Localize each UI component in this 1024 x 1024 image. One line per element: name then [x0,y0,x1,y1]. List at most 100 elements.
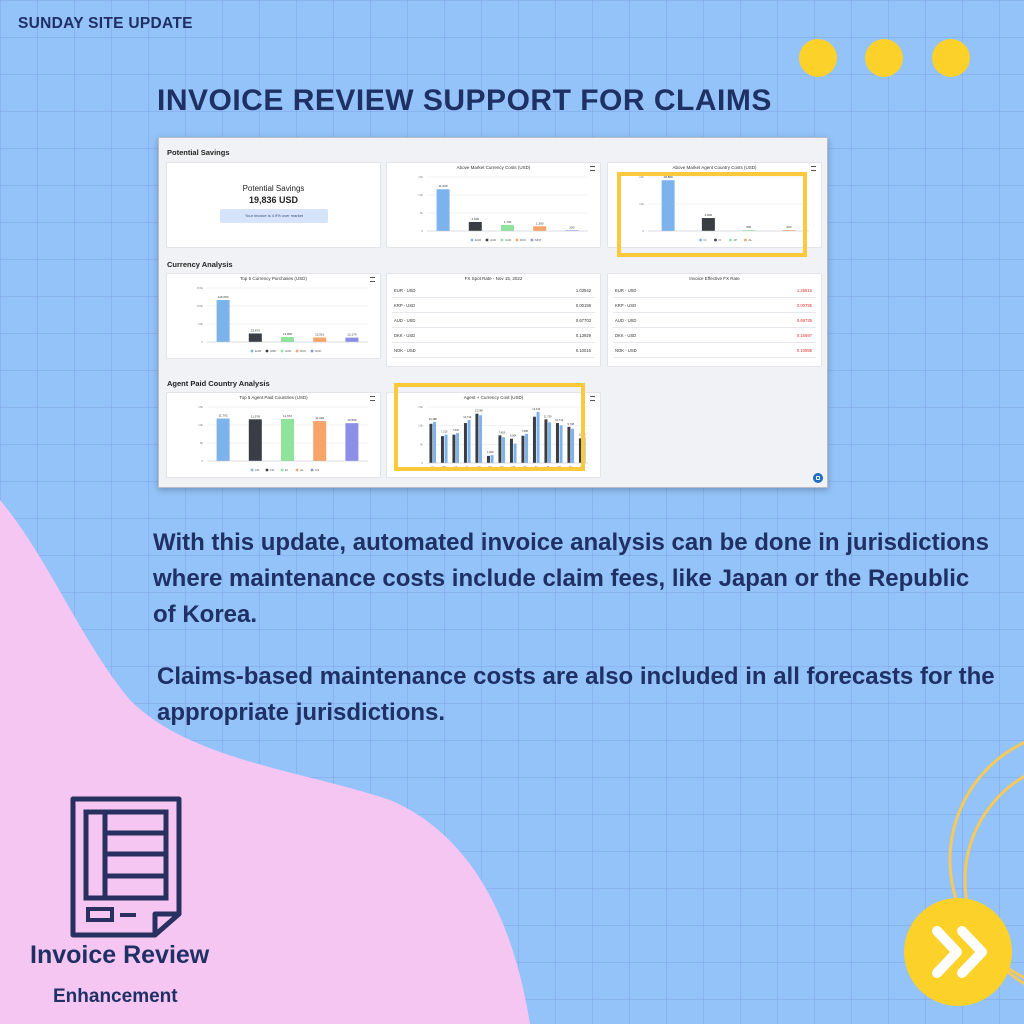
fx-rate: 0.67703 [575,318,591,323]
bar [701,218,715,231]
legend-entry: KI [719,238,722,242]
bar [436,189,450,231]
legend-swatch [295,468,299,472]
data-label: 7,632 [453,428,460,432]
fx-pair: EUR - USD [394,288,416,293]
legend-swatch [280,468,284,472]
legend-swatch [699,238,702,242]
fx-rate: 0.00795 [796,303,812,308]
highlight-box [617,172,807,257]
data-label: 11,600 [439,184,448,188]
next-button[interactable] [904,898,1012,1006]
body-paragraph-2: Claims-based maintenance costs are also … [157,663,995,726]
bar [742,230,756,231]
legend-entry: EI [285,468,288,472]
fx-pair: DKK - USD [394,333,416,338]
bar [521,435,525,463]
bar [281,418,294,461]
legend-swatch [530,238,534,242]
potential-savings-value: 19,836 USD [248,195,299,205]
legend-entry: MNT [535,238,542,242]
bar [444,434,448,463]
legend-swatch [265,468,269,472]
bar [440,436,444,463]
fx-pair: EUR - USD [615,288,637,293]
data-label: 2,500 [472,217,480,221]
body-paragraph-1: With this update, automated invoice anal… [153,529,989,628]
bar [313,337,327,342]
data-label: 11,792 [219,414,228,418]
legend-swatch [295,349,299,353]
legend-swatch [500,238,504,242]
data-label: 10,719 [463,415,471,419]
dashboard-screenshot: Potential Savings Potential Savings 19,8… [158,137,828,488]
decorative-dot [932,39,970,77]
bar [456,433,460,463]
data-label: 13,800 [283,332,293,336]
potential-savings-label: Potential Savings [242,184,305,193]
data-label: 1,700 [504,220,512,224]
double-chevron-right-icon [932,926,987,978]
table-row: NOK - USD 0.10015 [392,343,595,358]
data-label: 1,300 [536,221,544,225]
y-tick-label: 15k [198,405,203,409]
invoice-fx-title: Invoice Effective FX Rate [689,276,740,281]
data-label: 9,738 [568,422,575,426]
bar [281,337,294,342]
fx-rate: 0.69735 [796,318,812,323]
chat-bubble-icon[interactable] [813,473,823,483]
bar [313,421,327,461]
hamburger-menu-icon[interactable] [590,166,595,171]
bar [536,411,540,463]
hamburger-menu-icon[interactable] [811,166,816,171]
fx-pair: KRP - USD [615,303,637,308]
y-tick-label: 150k [196,286,203,290]
fx-rate: 0.00159 [575,303,591,308]
fx-rate: 0.13929 [575,333,591,338]
bar [782,230,796,231]
y-tick-label: 0 [421,229,423,233]
bar [532,416,536,463]
bar [486,455,490,463]
legend-swatch [310,349,314,353]
legend-entry: DKK [300,349,306,353]
hamburger-menu-icon[interactable] [370,396,375,401]
bar [578,438,582,463]
fx-pair: NOK - USD [394,348,416,353]
fx-rate: 1.03542 [575,288,591,293]
data-label: 13,285 [475,409,483,413]
y-tick-label: 0 [642,229,644,233]
hamburger-menu-icon[interactable] [370,277,375,282]
data-label: 200 [569,225,574,229]
legend-entry: DKK [520,238,526,242]
table-row: DKK - USD 0.13929 [392,328,595,343]
bar [345,337,359,342]
data-label: 11,729 [544,414,552,418]
data-label: 300 [786,225,791,229]
bar [452,434,456,463]
legend-swatch [310,468,314,472]
market-comparison-note: Your invoice is 4.9% over market [220,209,328,223]
bar [479,415,483,463]
data-label: 12,179 [347,333,357,337]
legend-entry: US [315,468,319,472]
hamburger-menu-icon[interactable] [590,396,595,401]
fx-pair: DKK - USD [615,333,637,338]
decorative-dot [799,39,837,77]
fx-rate: 0.15697 [796,333,812,338]
fx-rate: 0.10015 [575,348,591,353]
data-label: 11,578 [251,414,260,418]
data-label: 300 [746,225,751,229]
data-label: 11,092 [315,416,324,420]
